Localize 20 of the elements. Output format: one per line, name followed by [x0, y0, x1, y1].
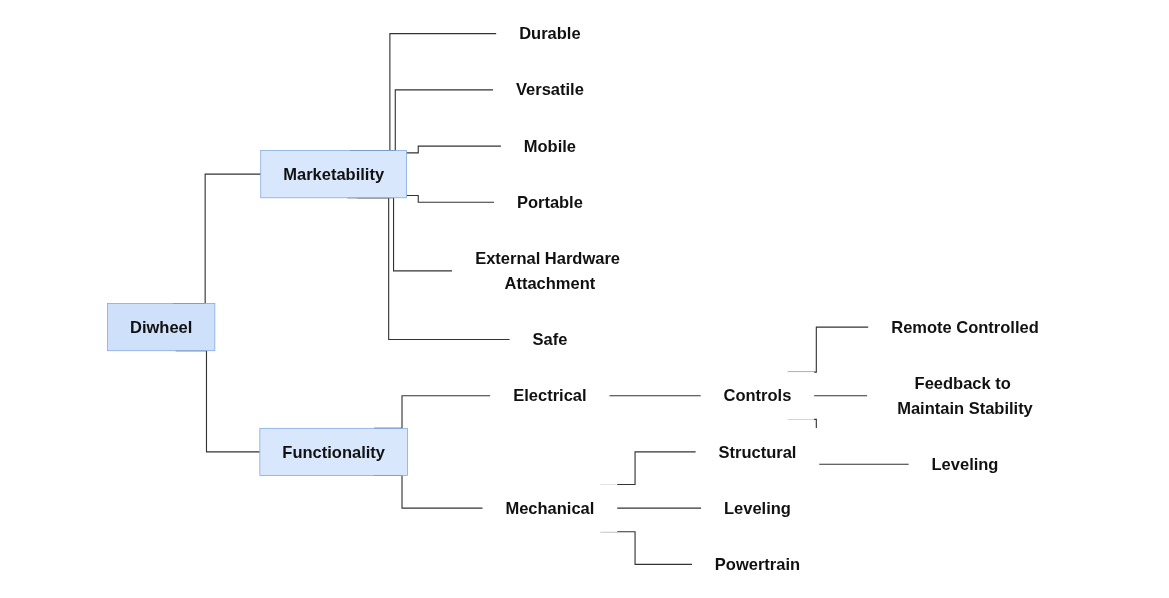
connector [405, 145, 502, 154]
node-text: External Hardware Attachment [474, 249, 620, 293]
connector [608, 395, 702, 397]
node-box: Diwheel [106, 303, 215, 352]
node-text: Portable [516, 192, 583, 212]
node-text: Leveling [931, 454, 998, 474]
node-text: Safe [531, 330, 567, 349]
node-text: Mobile [523, 136, 576, 156]
node-text: Powertrain [714, 555, 800, 574]
node-box: Functionality [258, 427, 408, 476]
node-text: Feedback to Maintain Stability [896, 373, 1033, 418]
node-text: Remote Controlled [890, 317, 1039, 337]
connector [812, 395, 868, 397]
node-text: Versatile [515, 80, 584, 100]
connector [615, 507, 702, 509]
node-text: Leveling [723, 498, 791, 518]
connector [405, 194, 495, 203]
node-text: Durable [518, 24, 581, 43]
node-text: Electrical [512, 386, 587, 406]
node-box: Marketability [259, 150, 407, 199]
